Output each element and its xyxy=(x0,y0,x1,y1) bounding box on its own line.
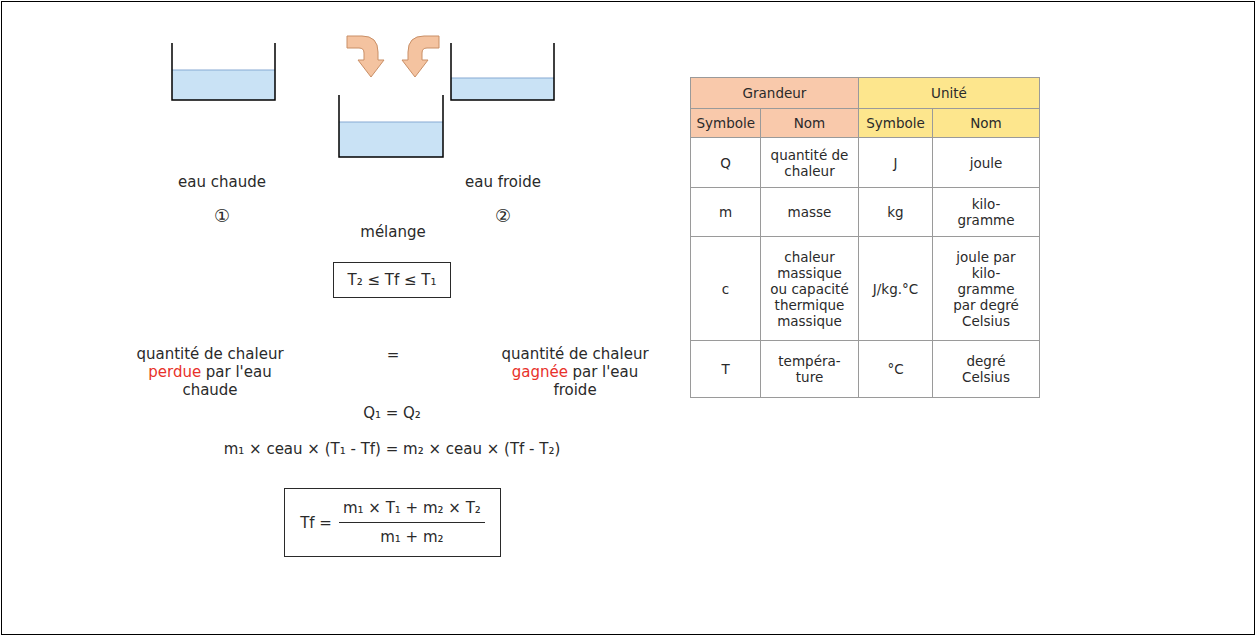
pour-arrow xyxy=(347,36,384,77)
table-cell: joule xyxy=(970,155,1003,171)
text-line: quantité de chaleur xyxy=(501,345,648,363)
highlight-word: gagnée xyxy=(512,363,568,381)
denominator: m₁ + m₂ xyxy=(376,523,447,546)
text-line: = xyxy=(387,346,400,364)
text-line: froide xyxy=(553,381,596,399)
table-cell-box: °C xyxy=(858,340,933,398)
table-cell: kilo- gramme xyxy=(945,196,1027,228)
table-cell: joule par kilo- gramme par degré Celsius xyxy=(945,249,1027,329)
table-header-box: Symbole xyxy=(858,108,933,138)
cold-water xyxy=(451,78,554,100)
table-cell-box: kilo- gramme xyxy=(932,187,1040,237)
caption-text: mélange xyxy=(360,223,425,241)
table-header: Symbole xyxy=(866,115,925,131)
table-cell: quantité de chaleur xyxy=(769,147,851,179)
table-header: Symbole xyxy=(697,115,755,131)
caption-text: eau froide xyxy=(465,173,541,191)
table-cell: J/kg.°C xyxy=(873,281,918,297)
caption-text: eau chaude xyxy=(178,173,266,191)
caption-text: par l'eau xyxy=(572,363,638,381)
table-cell: masse xyxy=(788,204,832,220)
table-cell: J xyxy=(894,155,898,171)
table-header-box: Nom xyxy=(932,108,1040,138)
table-header-box: Symbole xyxy=(690,108,761,138)
text-line: gagnéepar l'eau xyxy=(512,363,639,381)
formula-lead: Tf = xyxy=(300,514,332,532)
numerator: m₁ × T₁ + m₂ × T₂ xyxy=(339,499,485,523)
text-line: ② xyxy=(495,205,511,226)
table-cell-box: m xyxy=(690,187,761,237)
caption-text: m₁ × ceau × (T₁ - Tf) = m₂ × ceau × (Tf … xyxy=(224,440,561,458)
table-header: Grandeur xyxy=(743,85,807,101)
hot-water xyxy=(172,70,275,100)
table-cell: c xyxy=(722,281,729,297)
table-header: Unité xyxy=(931,85,967,101)
condition-box: T₂ ≤ Tf ≤ T₁ xyxy=(333,262,451,298)
caption-text: froide xyxy=(553,381,596,399)
table-cell: Q xyxy=(720,155,731,171)
table-header-box: Grandeur xyxy=(690,77,859,109)
water-surface xyxy=(451,78,554,79)
hot-container xyxy=(172,43,275,100)
table-cell-box: kg xyxy=(858,187,933,237)
caption-text: quantité de chaleur xyxy=(501,345,648,363)
fraction: m₁ × T₁ + m₂ × T₂m₁ + m₂ xyxy=(339,499,485,546)
caption-text: = xyxy=(387,346,400,364)
table-cell: kg xyxy=(887,204,903,220)
table-cell-box: c xyxy=(690,236,761,341)
table-cell-box: J xyxy=(858,137,933,188)
table-cell-box: joule par kilo- gramme par degré Celsius xyxy=(932,236,1040,341)
table-cell-box: J/kg.°C xyxy=(858,236,933,341)
table-cell-box: quantité de chaleur xyxy=(760,137,859,188)
table-header: Nom xyxy=(794,115,826,131)
text-line: m₁ × ceau × (T₁ - Tf) = m₂ × ceau × (Tf … xyxy=(224,440,561,458)
table-cell: tempéra- ture xyxy=(769,353,851,385)
caption-text: quantité de chaleur xyxy=(136,345,283,363)
table-cell-box: degré Celsius xyxy=(932,340,1040,398)
table-header: Nom xyxy=(970,115,1002,131)
text-line: quantité de chaleur xyxy=(136,345,283,363)
mixture-container xyxy=(339,95,443,157)
text-line: mélange xyxy=(360,223,425,241)
table-cell: chaleur massique ou capacité thermique m… xyxy=(769,249,851,329)
text-line: chaude xyxy=(182,381,237,399)
mixed-water xyxy=(339,122,443,157)
table-cell-box: masse xyxy=(760,187,859,237)
table-cell-box: joule xyxy=(932,137,1040,188)
table-cell: °C xyxy=(887,361,903,377)
text-line: perdue par l'eau xyxy=(148,363,271,381)
table-cell-box: tempéra- ture xyxy=(760,340,859,398)
highlight-word: perdue xyxy=(148,363,201,381)
text-line: ① xyxy=(214,205,230,226)
caption-text: ② xyxy=(495,205,511,226)
caption-text: Q₁ = Q₂ xyxy=(363,404,421,422)
text-line: Q₁ = Q₂ xyxy=(363,404,421,422)
text-line: eau chaude xyxy=(178,173,266,191)
water-surface xyxy=(172,70,275,71)
cold-container xyxy=(451,43,554,100)
caption-text: chaude xyxy=(182,381,237,399)
table-cell: degré Celsius xyxy=(945,353,1027,385)
table-header-box: Unité xyxy=(858,77,1040,109)
text-line: eau froide xyxy=(465,173,541,191)
caption-text: ① xyxy=(214,205,230,226)
water-surface xyxy=(339,122,443,123)
pour-arrow xyxy=(402,36,439,77)
caption-text: par l'eau xyxy=(206,363,272,381)
node-text: T₂ ≤ Tf ≤ T₁ xyxy=(347,271,436,289)
formula-box: Tf = m₁ × T₁ + m₂ × T₂m₁ + m₂ xyxy=(284,488,501,557)
table-cell-box: Q xyxy=(690,137,761,188)
table-cell-box: chaleur massique ou capacité thermique m… xyxy=(760,236,859,341)
table-cell: m xyxy=(719,204,732,220)
table-cell: T xyxy=(721,361,729,377)
table-cell-box: T xyxy=(690,340,761,398)
table-header-box: Nom xyxy=(760,108,859,138)
